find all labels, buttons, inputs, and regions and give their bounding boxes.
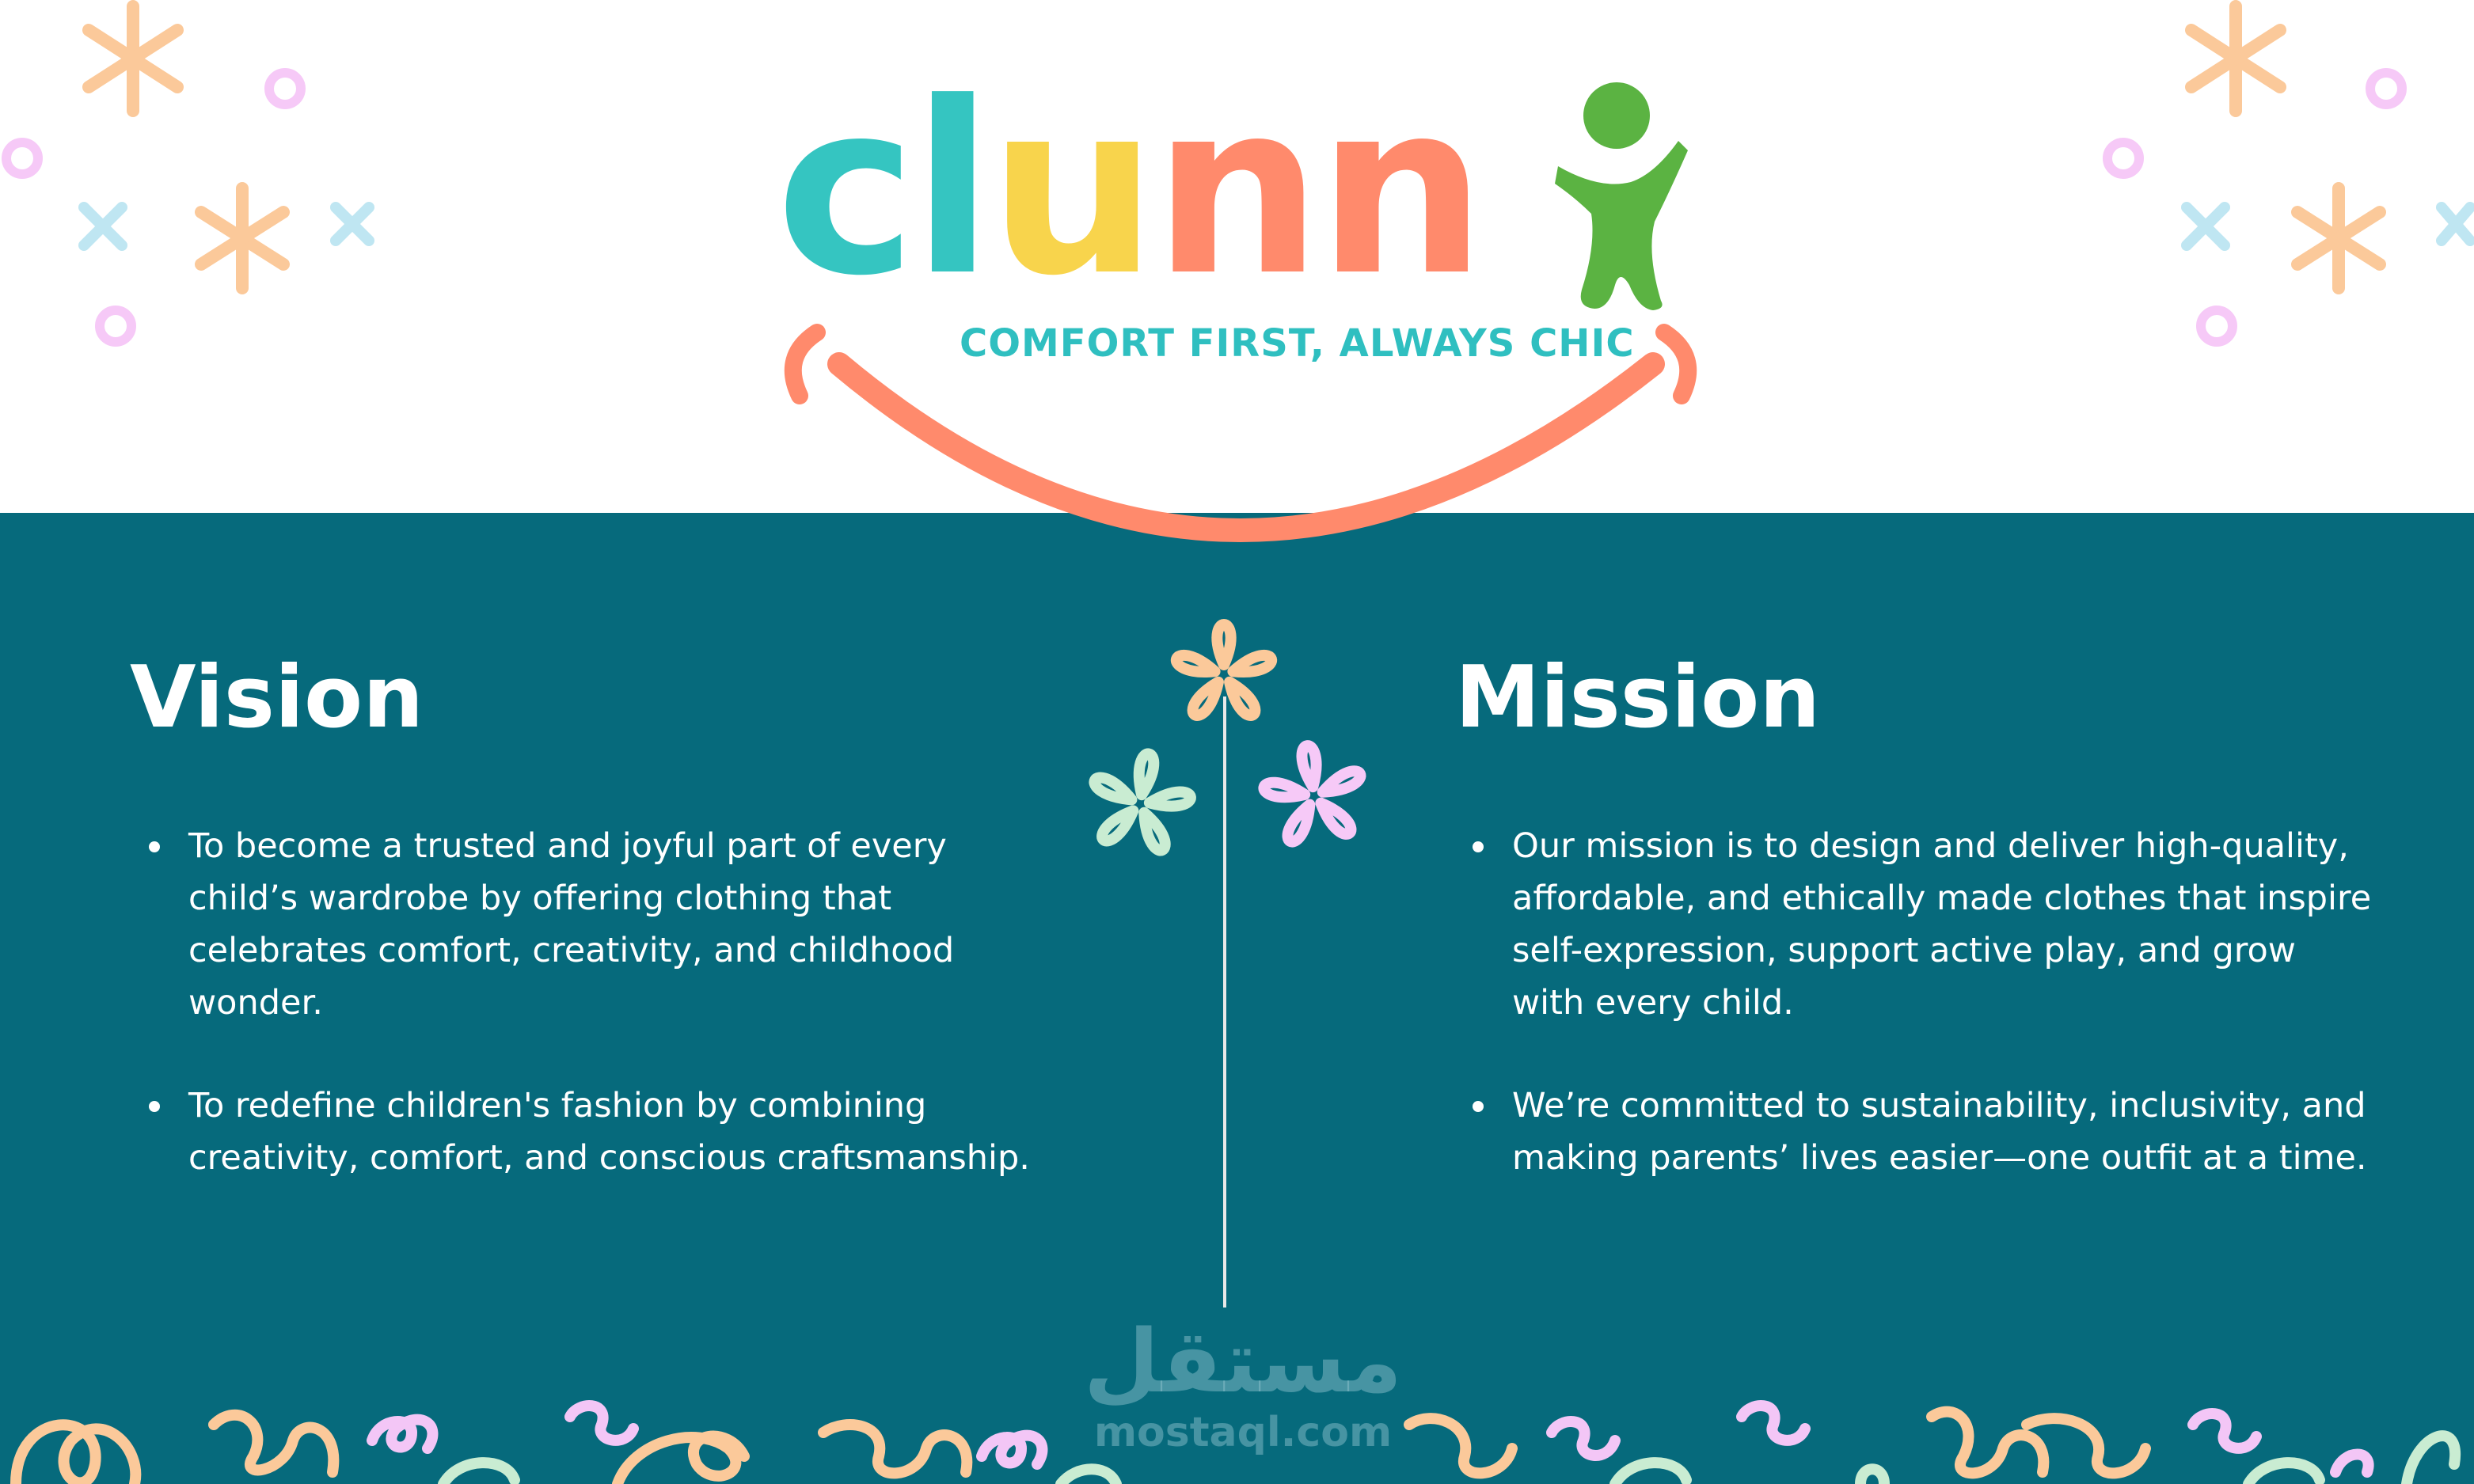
logo-letter: n: [1317, 51, 1487, 328]
star-icon: [2291, 182, 2386, 294]
flower-icon: [1171, 619, 1277, 721]
swirl-icon: [2243, 1457, 2325, 1484]
vision-title: Vision: [130, 648, 424, 747]
header-band: [0, 0, 2474, 513]
bullet-icon: [149, 841, 160, 852]
vision-item-text: To become a trusted and joyful part of e…: [188, 826, 955, 1023]
swirl-icon: [1855, 1463, 1890, 1484]
swirl-icon: [1609, 1457, 1692, 1484]
flower-icon: [1089, 748, 1196, 856]
swirl-icon: [1736, 1400, 1811, 1446]
watermark-arabic: مستقل: [1083, 1311, 1403, 1412]
logo-tagline: COMFORT FIRST, ALWAYS CHIC: [960, 321, 1635, 366]
swirl-icon: [1926, 1406, 2050, 1479]
flower-stem: [1223, 696, 1226, 1308]
logo-letter: l: [911, 51, 994, 328]
mission-item: Our mission is to design and deliver hig…: [1455, 820, 2373, 1029]
swirl-icon: [818, 1419, 973, 1479]
swirl-icon: [1404, 1413, 1518, 1479]
cross-icon: [2181, 202, 2474, 251]
bullet-icon: [1473, 1101, 1484, 1112]
swirl-icon: [1055, 1463, 1122, 1484]
swirl-icon: [438, 1457, 520, 1484]
smile-cap-right: [1655, 324, 1697, 404]
swirl-icon: [976, 1429, 1048, 1470]
swirl-icon: [612, 1430, 750, 1484]
watermark: مستقل mostaql.com: [1077, 1314, 1409, 1472]
logo-wordmark: clunn: [776, 51, 1487, 328]
flower-icon: [1258, 740, 1366, 848]
logo-letter: c: [776, 51, 917, 328]
vision-list: To become a trusted and joyful part of e…: [131, 820, 1042, 1235]
smile-cap-left: [784, 324, 826, 404]
swirl-icon: [208, 1409, 340, 1478]
mission-item: We’re committed to sustainability, inclu…: [1455, 1080, 2373, 1184]
swirl-icon: [10, 1419, 142, 1484]
vision-item: To redefine children's fashion by combin…: [131, 1080, 1042, 1184]
dot-decorations: [2, 68, 2407, 347]
swirl-icon: [367, 1414, 439, 1454]
header-decorations: [2, 0, 2474, 347]
vision-item-text: To redefine children's fashion by combin…: [188, 1086, 1030, 1178]
cross-icon: [78, 202, 374, 251]
swirl-icon: [2330, 1448, 2374, 1478]
bullet-icon: [149, 1101, 160, 1112]
swirl-icon: [2187, 1408, 2262, 1454]
star-icon: [195, 182, 290, 294]
swirl-icon: [564, 1400, 639, 1446]
mission-item-text: Our mission is to design and deliver hig…: [1512, 826, 2372, 1023]
star-icon: [82, 0, 184, 117]
child-figure-icon: [1555, 82, 1688, 310]
mission-item-text: We’re committed to sustainability, inclu…: [1512, 1086, 2367, 1178]
star-icon: [2185, 0, 2286, 117]
swirl-icon: [1546, 1416, 1621, 1461]
bullet-icon: [1473, 841, 1484, 852]
swirl-icon: [2401, 1430, 2461, 1484]
smile-icon: [827, 352, 1665, 542]
logo-letter: u: [988, 51, 1158, 328]
watermark-latin: mostaql.com: [1093, 1409, 1393, 1456]
logo-letter: n: [1153, 51, 1322, 328]
vision-item: To become a trusted and joyful part of e…: [131, 820, 1042, 1029]
swirl-icon: [2021, 1413, 2151, 1479]
mission-list: Our mission is to design and deliver hig…: [1455, 820, 2373, 1235]
mission-title: Mission: [1455, 648, 1821, 747]
logo-graphics: [784, 82, 1697, 542]
brand-logo: clunn COMFORT FIRST, ALWAYS CHIC: [776, 71, 1710, 578]
